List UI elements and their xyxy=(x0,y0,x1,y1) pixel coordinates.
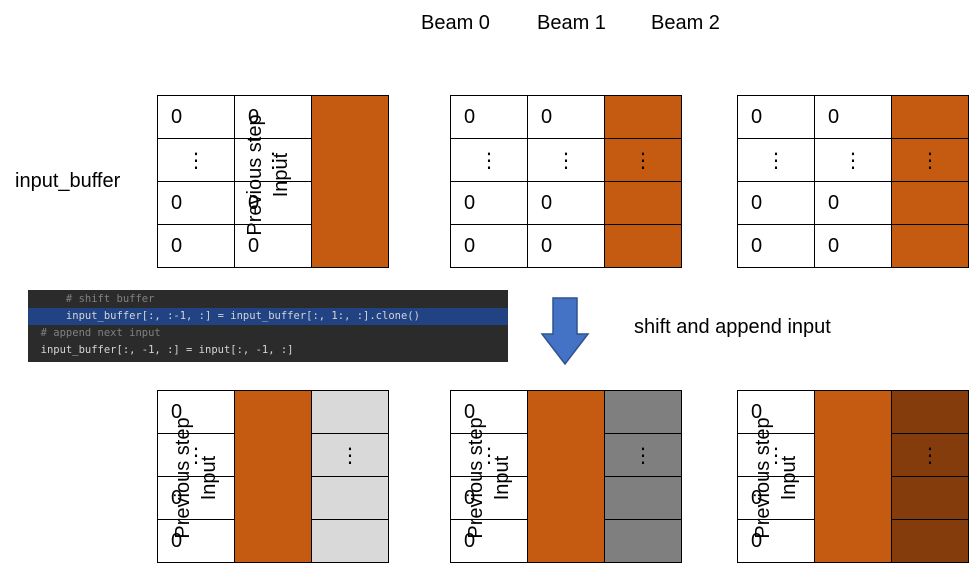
cell: 0 xyxy=(738,96,815,139)
cell: 0 xyxy=(451,477,528,520)
cell-orange xyxy=(312,96,389,268)
cell: 0 xyxy=(738,225,815,268)
code-line: # shift buffer xyxy=(28,293,155,305)
cell: 0 xyxy=(451,225,528,268)
cell-light-gray xyxy=(312,391,389,434)
shift-append-label: shift and append input xyxy=(634,316,831,338)
previous-step-text: Previous step xyxy=(752,417,774,539)
cell-light-gray xyxy=(312,477,389,520)
top-grid-beam-2: 0 0 ⋮ ⋮ ⋮ 0 0 0 0 xyxy=(737,95,969,268)
cell-orange xyxy=(605,225,682,268)
cell-orange-column xyxy=(235,391,312,563)
beam-2-label: Beam 2 xyxy=(651,12,720,34)
cell: 0 xyxy=(235,182,312,225)
cell-dots: ⋮ xyxy=(451,139,528,182)
cell-brown xyxy=(892,477,969,520)
cell-light-gray xyxy=(312,520,389,563)
cell-light-gray-dots: ⋮ xyxy=(312,434,389,477)
cell-dots: ⋮ xyxy=(235,139,312,182)
previous-step-input-label: Previous step Input xyxy=(750,403,802,553)
cell: 0 xyxy=(158,182,235,225)
code-snippet: # shift buffer input_buffer[:, :-1, :] =… xyxy=(28,290,508,362)
cell: 0 xyxy=(158,477,235,520)
code-line: input_buffer[:, -1, :] = input[:, -1, :] xyxy=(28,344,294,356)
cell-dots: ⋮ xyxy=(158,139,235,182)
cell: 0 xyxy=(451,96,528,139)
cell: 0 xyxy=(815,225,892,268)
previous-step-text: Previous step xyxy=(172,417,194,539)
bottom-grid-beam-1: 0 ⋮ ⋮ 0 0 xyxy=(450,390,682,563)
cell-dots: ⋮ xyxy=(528,139,605,182)
cell-dots: ⋮ xyxy=(738,139,815,182)
bottom-grid-beam-0: 0 ⋮ ⋮ 0 0 xyxy=(157,390,389,563)
code-line: # append next input xyxy=(28,327,161,339)
top-grid-beam-1: 0 0 ⋮ ⋮ ⋮ 0 0 0 0 xyxy=(450,95,682,268)
cell: 0 xyxy=(528,96,605,139)
cell-orange xyxy=(892,182,969,225)
beam-1-label: Beam 1 xyxy=(537,12,606,34)
cell-dark-gray xyxy=(605,477,682,520)
cell: 0 xyxy=(451,391,528,434)
cell-dark-gray xyxy=(605,520,682,563)
input-text: Input xyxy=(198,455,220,501)
input-text: Input xyxy=(778,455,800,501)
cell: 0 xyxy=(451,182,528,225)
cell-brown xyxy=(892,391,969,434)
bottom-grid-beam-2: 0 ⋮ ⋮ 0 0 xyxy=(737,390,969,563)
input-text: Input xyxy=(491,455,513,501)
cell: 0 xyxy=(158,225,235,268)
input-text: Input xyxy=(270,152,292,198)
cell: 0 xyxy=(815,182,892,225)
cell: 0 xyxy=(158,96,235,139)
cell-orange xyxy=(892,96,969,139)
cell-orange xyxy=(605,182,682,225)
input-buffer-label: input_buffer xyxy=(15,170,121,192)
cell-orange-column xyxy=(815,391,892,563)
cell-dots: ⋮ xyxy=(451,434,528,477)
cell: 0 xyxy=(158,520,235,563)
cell-orange xyxy=(605,96,682,139)
beam-0-label: Beam 0 xyxy=(421,12,490,34)
cell-brown-dots: ⋮ xyxy=(892,434,969,477)
previous-step-text: Previous step xyxy=(244,114,266,236)
cell-brown xyxy=(892,520,969,563)
cell-orange-dots: ⋮ xyxy=(605,139,682,182)
cell: 0 xyxy=(528,225,605,268)
cell-orange-dots: ⋮ xyxy=(892,139,969,182)
code-line: input_buffer[:, :-1, :] = input_buffer[:… xyxy=(28,308,508,325)
cell: 0 xyxy=(235,225,312,268)
cell-orange xyxy=(892,225,969,268)
cell-dots: ⋮ xyxy=(158,434,235,477)
cell: 0 xyxy=(738,477,815,520)
previous-step-input-label: Previous step Input xyxy=(242,100,294,250)
cell: 0 xyxy=(528,182,605,225)
cell: 0 xyxy=(815,96,892,139)
cell-dark-gray xyxy=(605,391,682,434)
cell-orange-column xyxy=(528,391,605,563)
cell: 0 xyxy=(738,391,815,434)
cell: 0 xyxy=(451,520,528,563)
cell-dots: ⋮ xyxy=(738,434,815,477)
previous-step-input-label: Previous step Input xyxy=(463,403,515,553)
previous-step-text: Previous step xyxy=(465,417,487,539)
cell-dark-gray-dots: ⋮ xyxy=(605,434,682,477)
top-grid-beam-0: 0 0 ⋮ ⋮ 0 0 0 0 xyxy=(157,95,389,268)
cell: 0 xyxy=(158,391,235,434)
cell: 0 xyxy=(738,520,815,563)
previous-step-input-label: Previous step Input xyxy=(170,403,222,553)
down-arrow-icon xyxy=(540,297,590,366)
cell: 0 xyxy=(235,96,312,139)
cell-dots: ⋮ xyxy=(815,139,892,182)
cell: 0 xyxy=(738,182,815,225)
